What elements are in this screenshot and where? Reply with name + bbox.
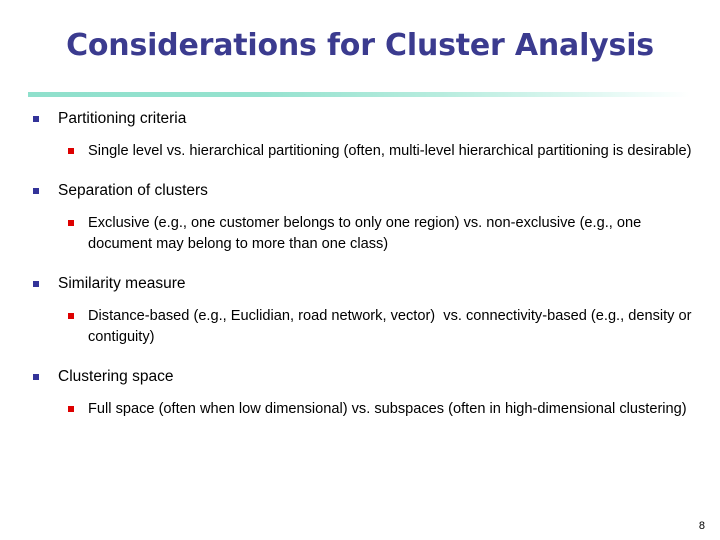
level1-bullet-label: Clustering space (58, 368, 174, 385)
level2-bullet-label: Single level vs. hierarchical partitioni… (88, 143, 692, 159)
square-bullet-icon (68, 220, 74, 226)
bullet-block-separation-of-clusters: Separation of clusters Exclusive (e.g., … (0, 180, 720, 255)
level1-bullet-item: Clustering space (0, 366, 720, 387)
level2-bullet-label: Exclusive (e.g., one customer belongs to… (88, 215, 646, 252)
level1-bullet-item: Separation of clusters (0, 180, 720, 201)
square-bullet-icon (33, 188, 39, 194)
square-bullet-icon (33, 116, 39, 122)
level1-bullet-label: Partitioning criteria (58, 110, 187, 127)
square-bullet-icon (33, 374, 39, 380)
level2-bullet-item: Distance-based (e.g., Euclidian, road ne… (0, 306, 720, 348)
level1-bullet-item: Similarity measure (0, 273, 720, 294)
bullet-block-partitioning-criteria: Partitioning criteria Single level vs. h… (0, 108, 720, 162)
level1-bullet-label: Separation of clusters (58, 182, 208, 199)
level2-bullet-item: Single level vs. hierarchical partitioni… (0, 141, 720, 162)
square-bullet-icon (33, 281, 39, 287)
page-number: 8 (698, 520, 705, 532)
title-divider (28, 92, 690, 97)
level2-bullet-item: Full space (often when low dimensional) … (0, 399, 720, 420)
square-bullet-icon (68, 406, 74, 412)
page-title: Considerations for Cluster Analysis (66, 28, 654, 63)
level2-bullet-label: Distance-based (e.g., Euclidian, road ne… (88, 308, 696, 345)
bullet-block-similarity-measure: Similarity measure Distance-based (e.g.,… (0, 273, 720, 348)
level2-bullet-label: Full space (often when low dimensional) … (88, 401, 687, 417)
square-bullet-icon (68, 313, 74, 319)
level1-bullet-item: Partitioning criteria (0, 108, 720, 129)
level1-bullet-label: Similarity measure (58, 275, 186, 292)
bullet-block-clustering-space: Clustering space Full space (often when … (0, 366, 720, 420)
slide-body: Partitioning criteria Single level vs. h… (0, 108, 720, 420)
level2-bullet-item: Exclusive (e.g., one customer belongs to… (0, 213, 720, 255)
square-bullet-icon (68, 148, 74, 154)
